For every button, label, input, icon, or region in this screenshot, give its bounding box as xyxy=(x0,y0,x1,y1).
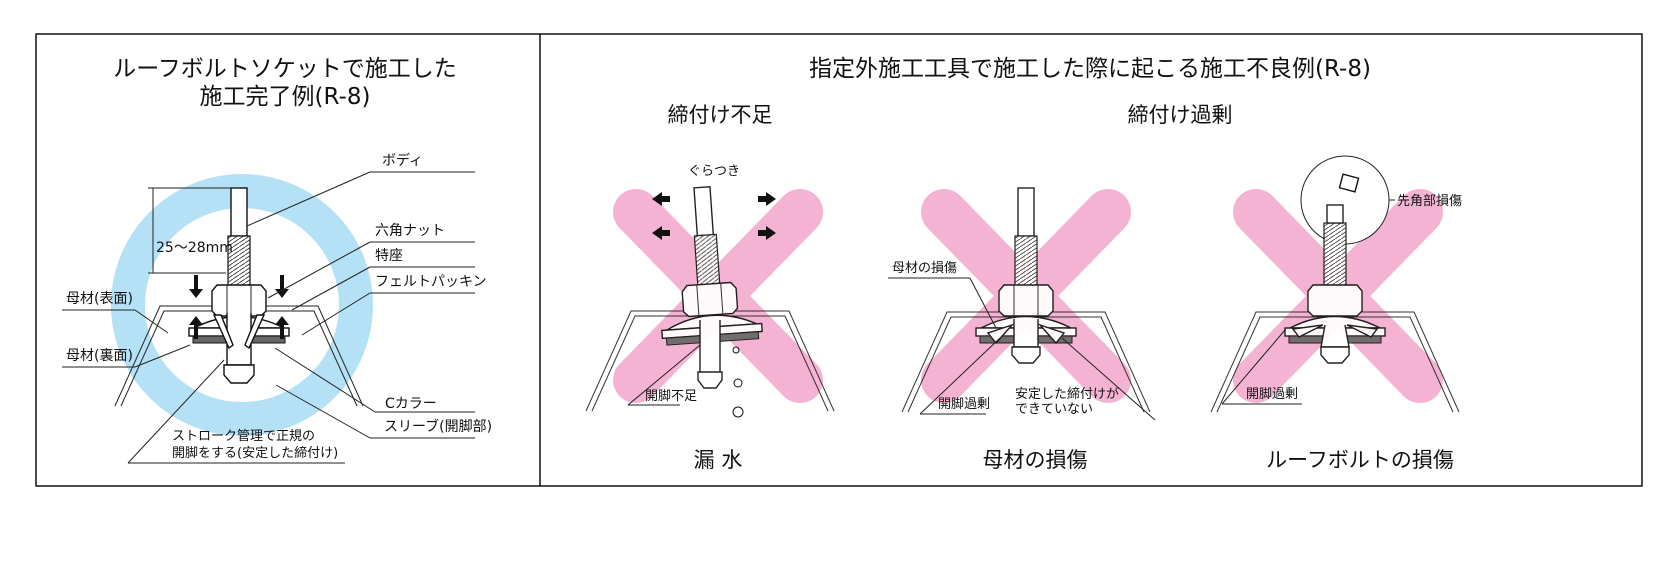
left-title-line1: ルーフボルトソケットで施工した xyxy=(113,56,457,82)
leak-drops xyxy=(732,346,744,418)
note-over-opening-2: 開脚過剰 xyxy=(938,396,990,412)
note-insufficient-opening: 開脚不足 xyxy=(645,388,697,404)
caption-base-damage: 母材の損傷 xyxy=(983,448,1088,472)
note-unstable-line1: 安定した締付けが xyxy=(1015,386,1119,402)
group-over-tightening: 締付け過剰 xyxy=(1128,103,1233,127)
frame xyxy=(35,33,1643,487)
caption-bolt-damage: ルーフボルトの損傷 xyxy=(1266,448,1454,472)
label-base-front: 母材(表面) xyxy=(66,291,133,307)
label-base-back: 母材(裏面) xyxy=(66,347,133,364)
group-under-tightening: 締付け不足 xyxy=(668,103,773,127)
right-title: 指定外施工工具で施工した際に起こる施工不良例(R-8) xyxy=(809,56,1371,82)
caption-leak: 漏 水 xyxy=(694,448,743,472)
label-hex-nut: 六角ナット xyxy=(375,223,445,239)
label-sleeve: スリーブ(開脚部) xyxy=(384,418,492,435)
dimension-label: 25〜28mm xyxy=(156,240,233,256)
bolt-correct xyxy=(114,187,364,407)
bolt-over-base-damage xyxy=(901,187,1151,413)
label-felt-packing: フェルトパッキン xyxy=(375,274,487,290)
note-base-damage: 母材の損傷 xyxy=(892,261,957,276)
label-c-collar: Cカラー xyxy=(385,396,437,412)
bolt-under xyxy=(585,183,835,412)
note-wobble: ぐらつき xyxy=(688,164,740,179)
note-tip-damage: 先角部損傷 xyxy=(1397,194,1462,209)
bolt-over-bolt-damage xyxy=(1210,204,1460,413)
label-body: ボディ xyxy=(382,152,423,169)
note-over-opening-3: 開脚過剰 xyxy=(1246,386,1298,402)
stroke-note-line1: ストローク管理で正規の xyxy=(172,429,315,444)
note-unstable-line2: できていない xyxy=(1015,402,1093,417)
broken-tip xyxy=(1338,173,1360,193)
stroke-note-line2: 開脚をする(安定した締付け) xyxy=(172,445,338,461)
wobble-arrows xyxy=(652,192,776,240)
left-title-line2: 施工完了例(R-8) xyxy=(200,84,371,110)
label-special-washer: 特座 xyxy=(375,248,403,264)
